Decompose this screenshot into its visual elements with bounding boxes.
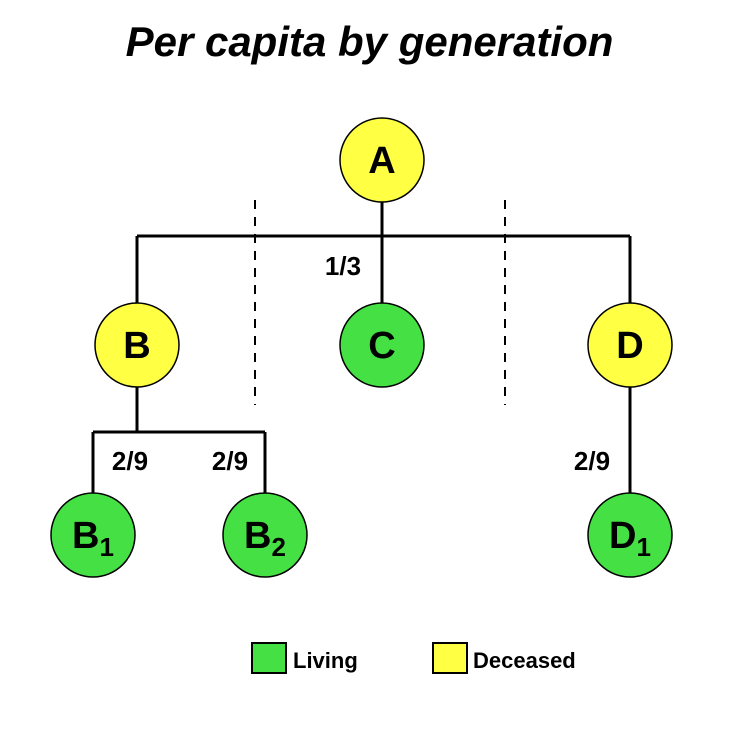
node-label-d1: D1 [609,515,651,562]
node-label-b2: B2 [244,515,286,562]
diagram-title: Per capita by generation [125,18,614,65]
node-subscript: 2 [271,532,285,562]
legend-label-deceased: Deceased [473,648,576,673]
node-label-a: A [368,140,395,182]
share-label-b1: 2/9 [112,446,148,476]
node-circle-d1 [587,492,673,578]
tree-edges [91,202,632,493]
node-letter: D [609,515,636,557]
node-b2: B2 [222,492,308,578]
legend-swatch-deceased [432,642,468,674]
node-letter: B [72,515,99,557]
node-d: D [587,302,673,388]
node-letter: C [368,325,395,367]
node-c: C [339,302,425,388]
node-letter: A [368,140,395,182]
node-d1: D1 [587,492,673,578]
node-circle-b1 [50,492,136,578]
node-circle-b2 [222,492,308,578]
node-label-b1: B1 [72,515,114,562]
node-label-d: D [616,325,643,367]
node-circle-a [339,117,425,203]
share-labels: 1/3 2/9 2/9 2/9 [112,251,610,476]
share-label-b2: 2/9 [212,446,248,476]
node-a: A [339,117,425,203]
node-letter: B [123,325,150,367]
node-letter: B [244,515,271,557]
node-circle-b [94,302,180,388]
node-circle-d [587,302,673,388]
node-letter: D [616,325,643,367]
node-subscript: 1 [99,532,113,562]
share-label-c: 1/3 [325,251,361,281]
legend-swatch-living [251,642,287,674]
branch-dividers [254,200,506,405]
node-subscript: 1 [636,532,650,562]
legend: Living Deceased [251,642,576,674]
share-label-d1: 2/9 [574,446,610,476]
node-circle-c [339,302,425,388]
node-label-b: B [123,325,150,367]
node-b: B [94,302,180,388]
node-label-c: C [368,325,395,367]
node-b1: B1 [50,492,136,578]
legend-label-living: Living [293,648,358,673]
